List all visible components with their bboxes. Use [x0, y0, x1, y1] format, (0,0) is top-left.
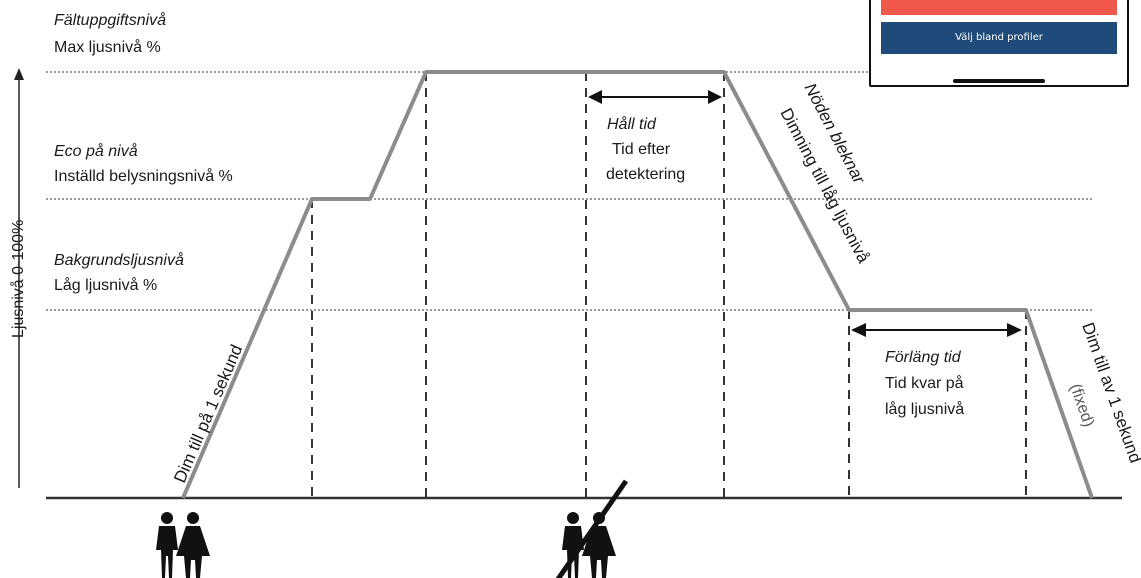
task-level-subtitle: Max ljusnivå % — [54, 38, 161, 56]
extend-title: Förläng tid — [885, 349, 962, 366]
hold-time-arrow — [588, 90, 722, 104]
people-icon — [156, 512, 210, 578]
extend-line1: Tid kvar på — [885, 374, 964, 392]
eco-level-title: Eco på nivå — [54, 142, 138, 160]
ramp-off-label: Dim till av 1 sekund — [1078, 320, 1141, 465]
eco-level-subtitle: Inställd belysningsnivå % — [54, 167, 233, 185]
extend-time-arrow — [851, 323, 1022, 337]
extend-line2: låg ljusnivå — [885, 400, 964, 418]
people-crossed-icon — [555, 479, 629, 578]
hold-line1: Tid efter — [612, 141, 671, 158]
background-level-title: Bakgrundsljusnivå — [54, 251, 184, 269]
phone-inset: Välj bland profiler — [869, 0, 1129, 87]
light-level-curve — [181, 70, 1094, 499]
y-axis-arrowhead — [14, 68, 24, 80]
choose-profile-button[interactable]: Välj bland profiler — [881, 22, 1117, 54]
y-axis-label: Ljusnivå 0-100% — [9, 220, 27, 338]
ramp-up-label: Dim till på 1 sekund — [170, 342, 246, 486]
background-level-subtitle: Låg ljusnivå % — [54, 276, 157, 294]
hold-title: Håll tid — [607, 115, 657, 133]
home-indicator — [953, 79, 1045, 83]
ramp-off-note: (fixed) — [1066, 382, 1097, 430]
hold-line2: detektering — [606, 166, 685, 183]
time-markers — [311, 72, 1027, 498]
task-level-title: Fältuppgiftsnivå — [54, 11, 166, 29]
red-button[interactable] — [881, 0, 1117, 15]
